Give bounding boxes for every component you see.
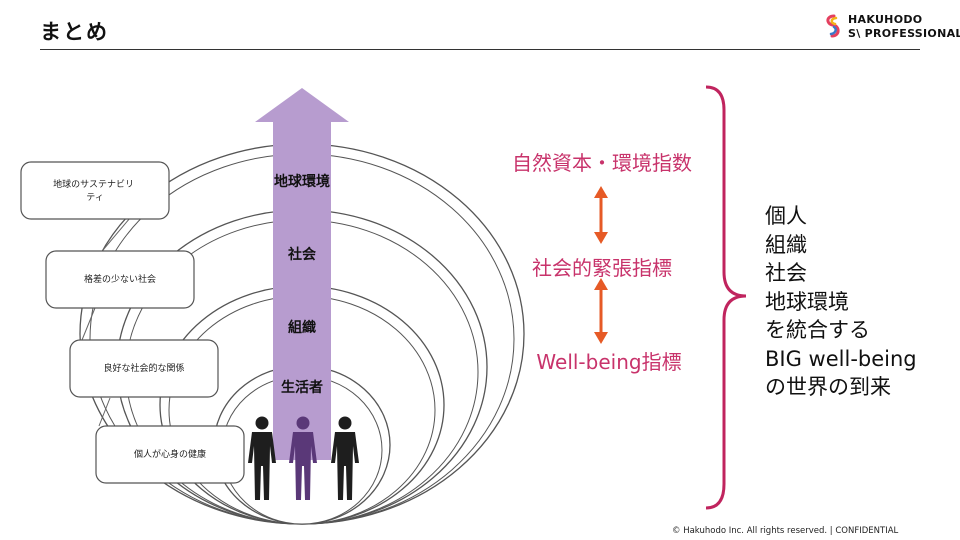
connector-line — [102, 217, 131, 251]
level-label-person: 生活者 — [281, 379, 323, 396]
summary-line: の世界の到来 — [765, 375, 891, 399]
brand-logo-icon — [826, 14, 840, 38]
logo-text-line1: HAKUHODO — [848, 13, 923, 26]
person-right-icon — [331, 416, 359, 500]
summary-line: 社会 — [765, 261, 807, 285]
level-label-organization: 組織 — [288, 319, 316, 336]
logo-text-line2: S\ PROFESSIONALS — [848, 27, 960, 40]
copyright-notice: © Hakuhodo Inc. All rights reserved. | C… — [672, 526, 899, 536]
level-label-society: 社会 — [287, 246, 317, 263]
metric-social-tension: 社会的緊張指標 — [532, 256, 672, 280]
level-label-earth: 地球環境 — [274, 173, 330, 190]
person-left-icon — [248, 416, 276, 500]
upward-arrow — [255, 88, 349, 460]
connector-line — [81, 307, 96, 341]
connector-line — [98, 397, 111, 427]
callout-text-organization: 良好な社会的な関係 — [103, 362, 184, 374]
summary-line: BIG well-being — [765, 346, 917, 371]
callout-text-person: 個人が心身の健康 — [134, 448, 206, 460]
double-arrow-icon — [594, 186, 608, 244]
double-arrow-icon — [594, 278, 608, 344]
summary-line: 地球環境 — [765, 289, 849, 314]
summary-line: 個人 — [765, 204, 807, 228]
person-center-icon — [289, 416, 317, 500]
metric-natural-capital: 自然資本・環境指数 — [512, 151, 692, 175]
curly-brace-icon — [705, 85, 747, 510]
callout-box-person — [95, 425, 245, 484]
summary-text: 個人 組織 社会 地球環境 を統合する BIG well-being の世界の到… — [765, 202, 917, 402]
callout-text-earth: 地球のサステナビリ ティ — [53, 178, 137, 203]
metric-wellbeing: Well-being指標 — [536, 350, 682, 374]
callout-box-organization — [69, 339, 219, 398]
summary-line: 組織 — [765, 232, 807, 257]
summary-line: を統合する — [765, 318, 870, 342]
title-divider — [40, 49, 920, 50]
page-title: まとめ — [40, 20, 109, 44]
callout-text-society: 格差の少ない社会 — [84, 273, 156, 285]
callout-box-earth — [20, 161, 170, 220]
callout-box-society — [45, 250, 195, 309]
